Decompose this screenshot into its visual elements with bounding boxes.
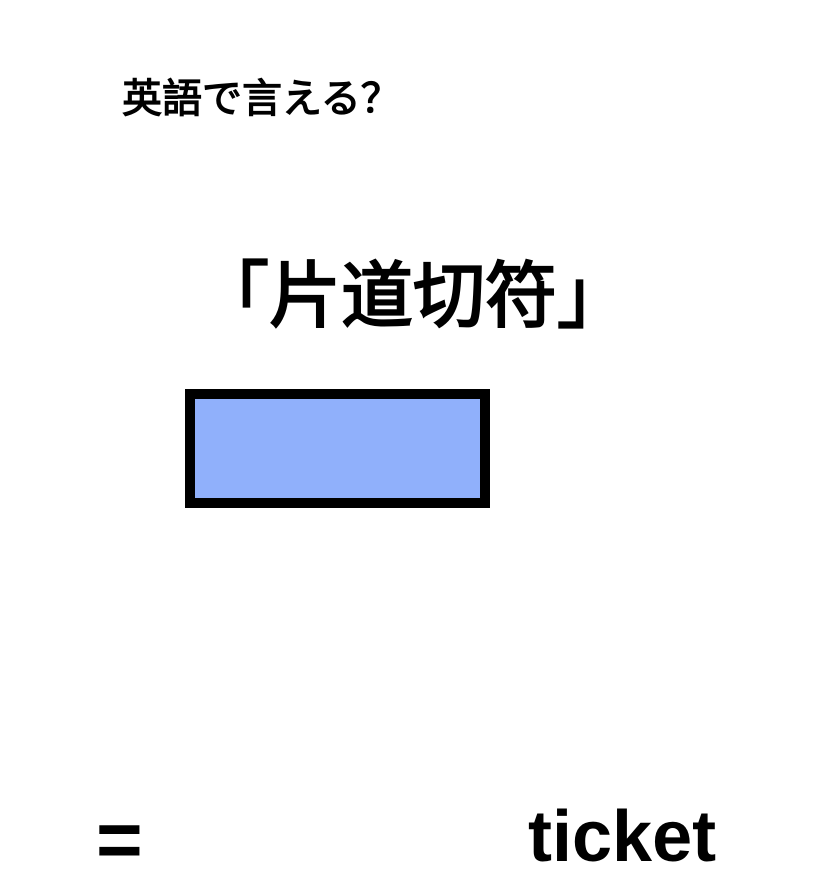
prompt-question: 英語で言える？: [122, 77, 401, 121]
equals-sign: =: [96, 795, 143, 884]
answer-equation-row: = ticket: [0, 389, 826, 884]
quiz-card: 英語で言える？ 「片道切符」 = ticket: [0, 77, 826, 884]
answer-word: ticket: [528, 797, 717, 877]
japanese-phrase: 「片道切符」: [196, 257, 629, 337]
blank-answer-box[interactable]: [185, 389, 490, 508]
